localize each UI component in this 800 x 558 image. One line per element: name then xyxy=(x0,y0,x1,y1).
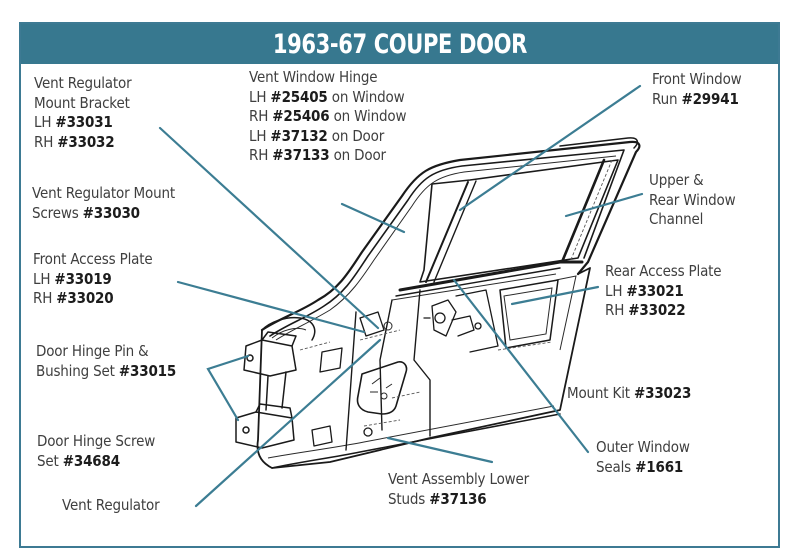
side-label: LH xyxy=(605,281,627,300)
callout-text: Door Hinge Screw xyxy=(37,432,156,450)
callout-part-row: Bushing Set #33015 xyxy=(36,362,176,382)
callout-text: Outer Window xyxy=(596,438,690,456)
callout-text: Bushing Set xyxy=(36,361,119,380)
side-label: LH xyxy=(33,269,55,288)
part-number: #1661 xyxy=(635,457,684,476)
callout-vent-regulator-mount-bracket: Vent Regulator Mount Bracket LH #33031 R… xyxy=(34,74,132,153)
callout-rh-row: RH #33020 xyxy=(33,289,152,309)
callout-text: Vent Window Hinge xyxy=(249,68,378,86)
callout-part-row: Studs #37136 xyxy=(388,490,529,510)
part-number: #33020 xyxy=(56,289,114,307)
part-number: #33023 xyxy=(633,384,692,402)
callout-part-row: Set #34684 xyxy=(37,452,155,472)
callout-text: Set xyxy=(37,451,63,470)
callout-vent-window-hinge: Vent Window Hinge LH #25405 on Window RH… xyxy=(249,68,407,166)
location-label: on Window xyxy=(327,87,405,106)
callout-text: Run xyxy=(652,89,682,108)
part-number: #25406 xyxy=(272,107,330,125)
callout-door-hinge-screw-set: Door Hinge Screw Set #34684 xyxy=(37,432,155,471)
part-number: #33022 xyxy=(628,301,686,319)
callout-lh-row: LH #33019 xyxy=(33,270,152,290)
callout-mount-kit: Mount Kit #33023 xyxy=(567,384,691,404)
side-label: RH xyxy=(33,289,57,307)
part-number: #33021 xyxy=(626,281,684,300)
callout-rh-row: RH #33032 xyxy=(34,133,131,153)
callout-upper-rear-window-channel: Upper & Rear Window Channel xyxy=(649,171,736,230)
part-number: #33031 xyxy=(55,113,113,131)
location-label: on Door xyxy=(329,146,387,164)
part-number: #37133 xyxy=(272,146,330,164)
callout-text: Rear Access Plate xyxy=(605,262,722,280)
callout-rh-row: RH #33022 xyxy=(605,301,721,321)
callout-text: Mount Bracket xyxy=(34,93,130,112)
callout-outer-window-seals: Outer Window Seals #1661 xyxy=(596,438,690,477)
callout-text: Studs xyxy=(388,489,430,508)
callout-text: Mount Kit xyxy=(567,384,634,402)
part-number: #33019 xyxy=(54,269,112,288)
callout-part-row: Run #29941 xyxy=(652,90,742,110)
side-label: RH xyxy=(605,301,629,319)
side-label: RH xyxy=(249,107,273,125)
part-number: #37132 xyxy=(270,126,328,145)
side-label: LH xyxy=(249,126,271,145)
callout-part-row: Mount Kit #33023 xyxy=(567,384,691,404)
callout-text: Front Window xyxy=(652,70,742,88)
callout-hinge-row: LH #25405 on Window xyxy=(249,88,406,108)
side-label: LH xyxy=(34,113,56,131)
callout-front-window-run: Front Window Run #29941 xyxy=(652,70,742,109)
callout-hinge-row: LH #37132 on Door xyxy=(249,127,406,147)
part-number: #29941 xyxy=(681,89,739,108)
callout-text: Seals xyxy=(596,457,636,476)
title-banner: 1963-67 COUPE DOOR xyxy=(21,24,778,64)
callout-hinge-row: RH #25406 on Window xyxy=(249,107,407,127)
callout-text: Screws xyxy=(32,203,83,222)
callout-text: Channel xyxy=(649,210,704,228)
part-number: #33032 xyxy=(57,132,115,151)
callout-text: Vent Regulator Mount xyxy=(32,184,175,202)
side-label: RH xyxy=(34,132,58,151)
callout-vent-regulator-mount-screws: Vent Regulator Mount Screws #33030 xyxy=(32,184,175,223)
part-number: #33015 xyxy=(118,361,177,380)
callout-vent-assembly-lower-studs: Vent Assembly Lower Studs #37136 xyxy=(388,470,529,509)
callout-front-access-plate: Front Access Plate LH #33019 RH #33020 xyxy=(33,250,153,309)
callout-lh-row: LH #33031 xyxy=(34,113,131,133)
side-label: LH xyxy=(249,87,271,106)
diagram-title: 1963-67 COUPE DOOR xyxy=(272,28,527,60)
part-number: #25405 xyxy=(270,87,328,106)
callout-part-row: Screws #33030 xyxy=(32,204,175,224)
callout-rear-access-plate: Rear Access Plate LH #33021 RH #33022 xyxy=(605,262,722,321)
location-label: on Door xyxy=(327,126,385,145)
callout-lh-row: LH #33021 xyxy=(605,282,721,302)
side-label: RH xyxy=(249,146,273,164)
part-number: #34684 xyxy=(62,451,120,470)
callout-door-hinge-pin-bushing: Door Hinge Pin & Bushing Set #33015 xyxy=(36,342,176,381)
callout-text: Vent Assembly Lower xyxy=(388,470,530,488)
callout-text: Vent Regulator xyxy=(62,496,160,514)
location-label: on Window xyxy=(329,107,407,125)
callout-vent-regulator: Vent Regulator xyxy=(62,496,160,516)
callout-part-row: Seals #1661 xyxy=(596,458,690,478)
callout-hinge-row: RH #37133 on Door xyxy=(249,146,406,166)
part-number: #37136 xyxy=(429,489,487,508)
callout-text: Front Access Plate xyxy=(33,250,153,268)
callout-text: Rear Window xyxy=(649,190,736,209)
callout-text: Upper & xyxy=(649,171,704,189)
callout-text: Vent Regulator xyxy=(34,74,132,92)
callout-text: Door Hinge Pin & xyxy=(36,342,149,360)
part-number: #33030 xyxy=(82,203,140,222)
